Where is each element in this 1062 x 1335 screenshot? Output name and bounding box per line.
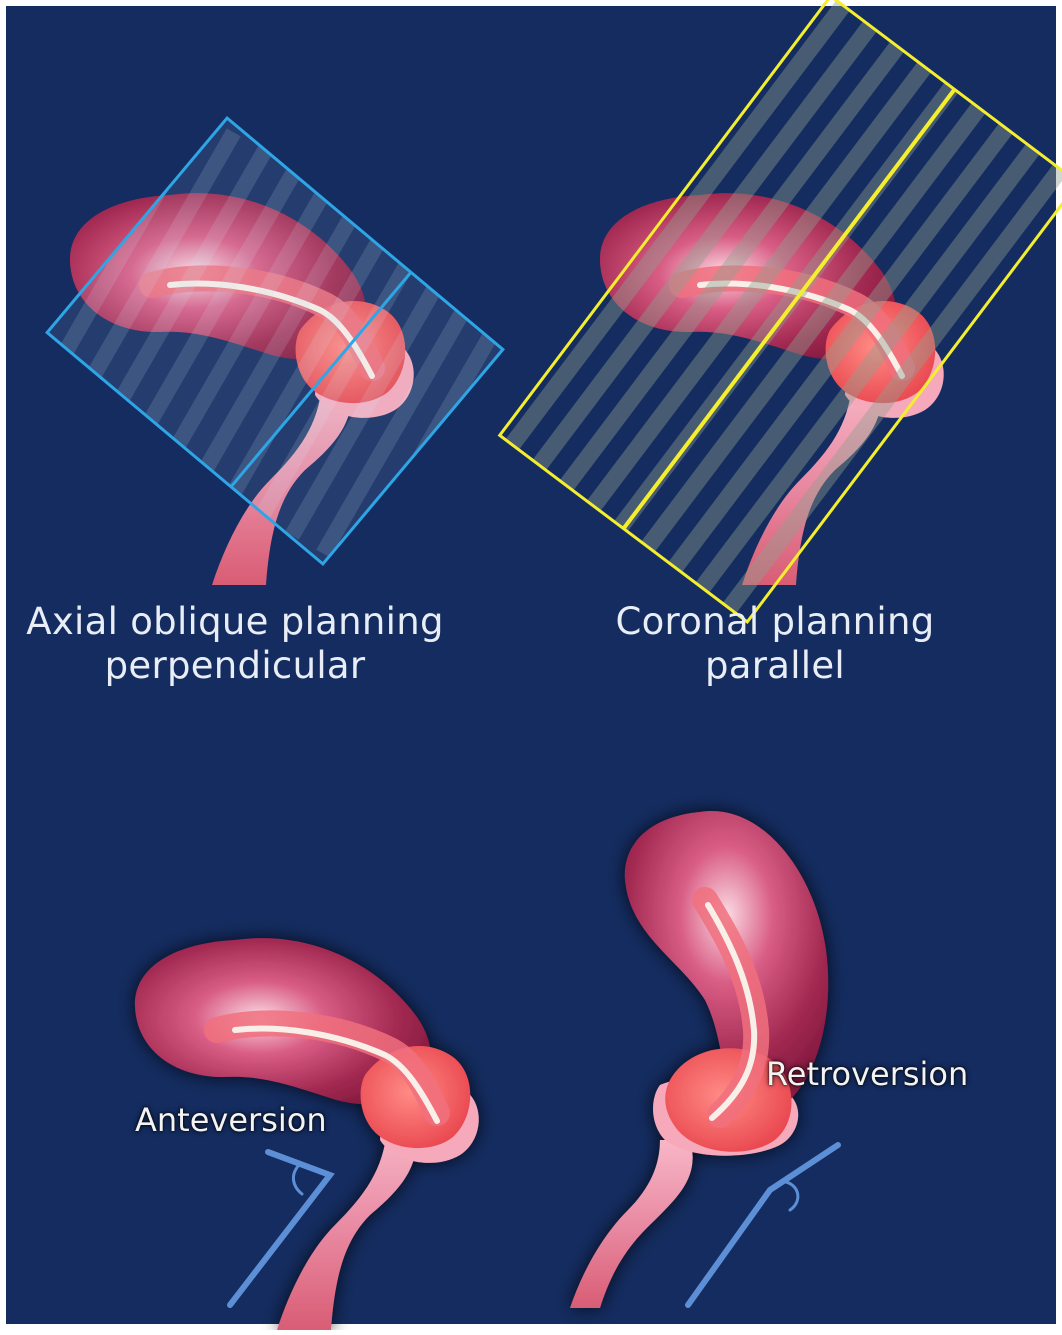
anteversion-label: Anteversion xyxy=(135,1102,327,1138)
retroversion-label: Retroversion xyxy=(766,1056,968,1092)
axial-caption-line2: perpendicular xyxy=(0,644,470,688)
coronal-caption-line1: Coronal planning xyxy=(540,600,1010,644)
axial-caption: Axial oblique planning perpendicular xyxy=(0,600,470,688)
coronal-caption: Coronal planning parallel xyxy=(540,600,1010,688)
coronal-caption-line2: parallel xyxy=(540,644,1010,688)
axial-caption-line1: Axial oblique planning xyxy=(0,600,470,644)
